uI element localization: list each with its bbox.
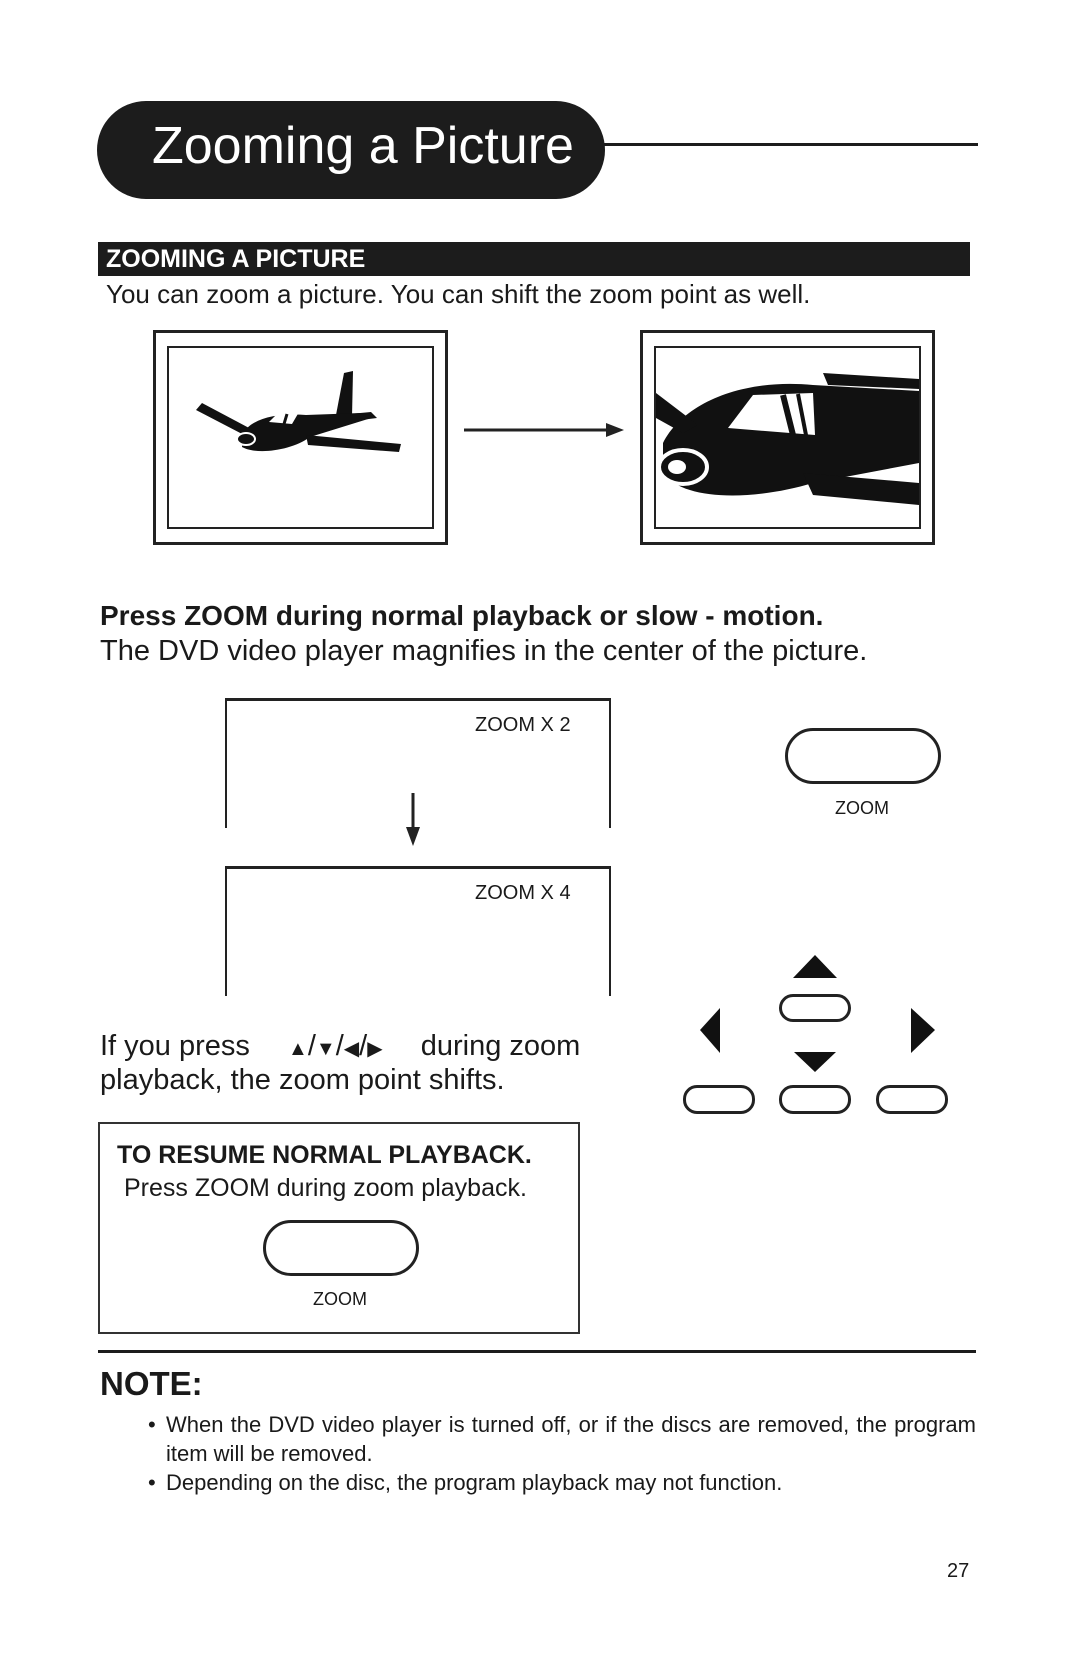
down-button[interactable] [779, 1085, 851, 1114]
small-airplane-illustration [196, 371, 401, 452]
down-arrow-icon [794, 1052, 836, 1072]
resume-playback-box [98, 1122, 580, 1334]
zoom-description: The DVD video player magnifies in the ce… [100, 635, 868, 667]
title-banner [97, 101, 605, 199]
resume-zoom-button[interactable] [263, 1220, 419, 1276]
up-button[interactable] [779, 994, 851, 1022]
up-arrow-icon: ▲ [288, 1038, 308, 1060]
down-arrow-icon: ▼ [315, 1038, 336, 1060]
note-item: Depending on the disc, the program playb… [166, 1470, 783, 1495]
zoomed-airplane-illustration [656, 373, 919, 505]
right-button[interactable] [876, 1085, 948, 1114]
note-bullet: • [148, 1412, 156, 1437]
zoom-button-label: ZOOM [835, 798, 889, 818]
note-divider [98, 1350, 976, 1353]
direction-pad [700, 955, 935, 1072]
section-heading: ZOOMING A PICTURE [106, 245, 366, 273]
arrow-instruction-prefix: If you press [100, 1030, 250, 1062]
screen-zoom-x2 [225, 698, 611, 828]
screen-zoom-x4 [225, 866, 611, 996]
left-arrow-icon [700, 1008, 720, 1053]
normal-picture-frame [153, 330, 448, 545]
intro-text: You can zoom a picture. You can shift th… [106, 279, 811, 309]
title-rule [600, 143, 978, 146]
resume-title: TO RESUME NORMAL PLAYBACK. [117, 1141, 532, 1169]
note-title: NOTE: [100, 1365, 203, 1402]
zoom-button[interactable] [785, 728, 941, 784]
zoomed-picture-frame [640, 330, 935, 545]
left-button[interactable] [683, 1085, 755, 1114]
resume-text: Press ZOOM during zoom playback. [124, 1174, 527, 1202]
right-arrow-icon [464, 423, 624, 437]
up-arrow-icon [793, 955, 837, 978]
down-arrow-icon [406, 793, 420, 846]
right-arrow-icon [911, 1008, 935, 1053]
resume-zoom-button-label: ZOOM [313, 1289, 367, 1309]
zoom-instruction: Press ZOOM during normal playback or slo… [100, 600, 824, 631]
note-item: When the DVD video player is turned off,… [166, 1412, 976, 1466]
section-header-bar [98, 242, 970, 276]
left-arrow-icon: ◀ [343, 1038, 360, 1060]
arrow-instruction-suffix: during zoom [420, 1030, 581, 1062]
page-title: Zooming a Picture [152, 117, 574, 175]
zoom-level-label: ZOOM X 4 [475, 882, 571, 904]
zoom-level-label: ZOOM X 2 [475, 714, 571, 736]
arrow-instruction: If you press ▲/▼/◀/▶ during zoom [100, 1030, 581, 1062]
page-number: 27 [947, 1560, 970, 1582]
right-arrow-icon: ▶ [367, 1038, 383, 1060]
note-bullet: • [148, 1470, 156, 1495]
arrow-instruction-line2: playback, the zoom point shifts. [100, 1064, 505, 1096]
